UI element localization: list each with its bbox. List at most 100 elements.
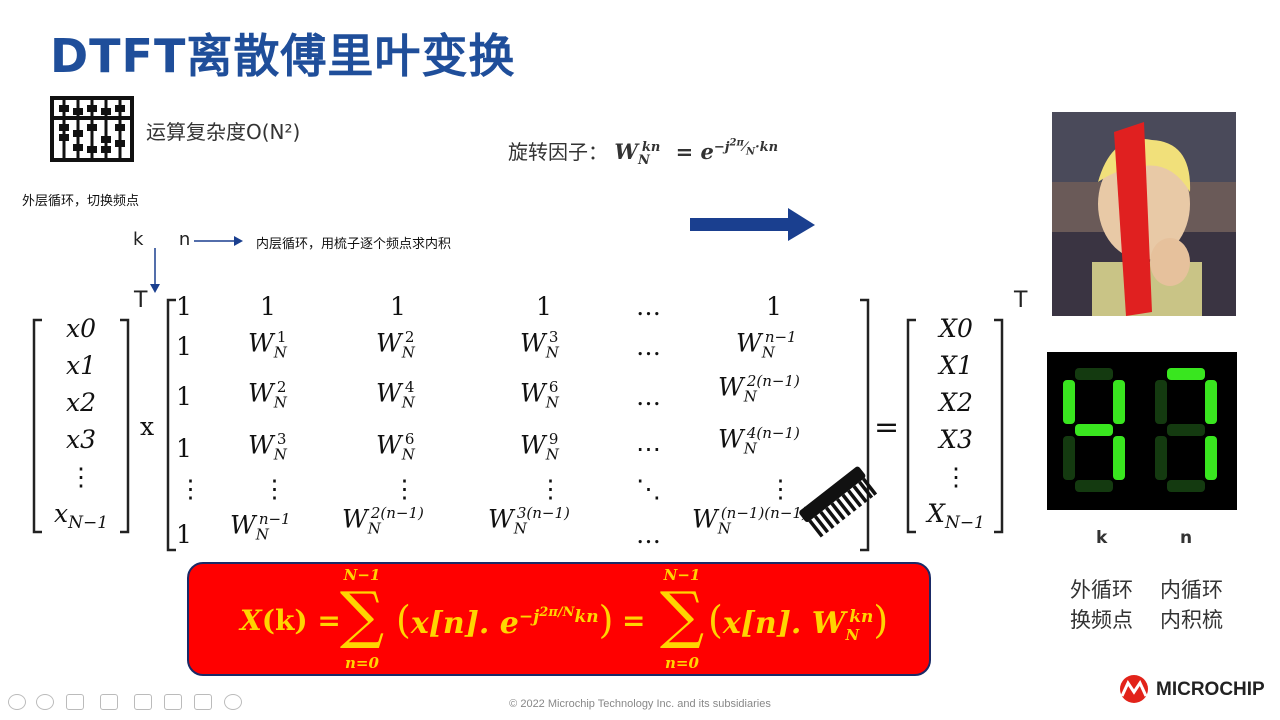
matrix-cell: ⋮ <box>768 474 793 503</box>
input-vdots: ⋮ <box>68 462 94 491</box>
formula-lhs: X(k) = <box>240 604 341 637</box>
page-title: DTFT离散傅里叶变换 <box>50 29 516 83</box>
input-x2: x2 <box>65 388 96 417</box>
formula-equals: = <box>622 604 646 637</box>
dft-formula-box <box>187 562 931 676</box>
display-k-label: k <box>1096 528 1108 548</box>
output-x1: X1 <box>939 351 973 380</box>
output-vector: X0 X1 X2 X3 ⋮ XN−1 <box>914 314 998 536</box>
matrix-cell: ⋯ <box>636 434 661 463</box>
matrix-cell: WN3 <box>520 328 559 362</box>
matrix-cell: WN2 <box>248 378 287 412</box>
matrix-cell: 1 <box>390 292 406 321</box>
output-x2: X2 <box>939 388 973 417</box>
segment-d <box>1167 480 1205 492</box>
matrix-cell: … <box>636 382 661 411</box>
matrix-cell: ⋮ <box>538 474 563 503</box>
matrix-cell: WNn−1 <box>736 328 797 362</box>
matrix-cell: 1 <box>176 292 192 321</box>
child-comb-photo <box>1052 112 1236 316</box>
input-xn1: xN−1 <box>53 499 109 533</box>
formula-sum1-lower: n=0 <box>345 654 379 672</box>
footer-copyright: © 2022 Microchip Technology Inc. and its… <box>509 698 771 710</box>
segment-e <box>1063 436 1075 480</box>
matrix-cell: WN1 <box>248 328 287 362</box>
abacus-icon <box>50 96 134 166</box>
caption-left-line1: 外循环 <box>1070 578 1133 602</box>
segment-c <box>1113 436 1125 480</box>
input-vector: x0 x1 x2 x3 ⋮ xN−1 <box>40 314 122 536</box>
matrix-cell: WN3(n−1) <box>488 504 570 538</box>
matrix: 1 1 1 1 … 1 1 WN1 WN2 WN3 … WNn−1 1 WN2 … <box>170 292 870 554</box>
output-vector-bracket <box>906 318 1004 534</box>
caption-right-line1: 内循环 <box>1160 578 1223 602</box>
transpose-mark-right: T <box>1014 288 1028 313</box>
formula-sum1-upper: N−1 <box>343 566 381 584</box>
matrix-cell: WN2(n−1) <box>342 504 424 538</box>
right-arrow-icon <box>690 208 815 241</box>
nav-camera-icon[interactable] <box>194 694 212 710</box>
segment-display <box>1047 352 1237 510</box>
nav-pen-icon[interactable] <box>66 694 84 710</box>
output-x0: X0 <box>939 314 973 343</box>
matrix-cell: WN3 <box>248 430 287 464</box>
matrix-cell: 1 <box>176 434 192 463</box>
matrix-cell: WN4 <box>376 378 415 412</box>
equals-sign: = <box>874 410 900 445</box>
kn-labels: k n <box>133 229 190 250</box>
matrix-cell: 1 <box>176 382 192 411</box>
inner-loop-label: 内层循环，用梳子逐个频点求内积 <box>256 237 452 252</box>
input-x1: x1 <box>65 351 96 380</box>
formula-term2: (x[n]. WNkn) <box>708 598 889 644</box>
segment-g <box>1167 424 1205 436</box>
microchip-logo-text: MICROCHIP <box>1156 679 1265 700</box>
matrix-cell: WN6 <box>376 430 415 464</box>
nav-more-icon[interactable] <box>224 694 242 710</box>
formula-sum2-lower: n=0 <box>665 654 699 672</box>
segment-f <box>1063 380 1075 424</box>
k-label: k <box>133 229 144 250</box>
microchip-logo-icon <box>1120 675 1148 703</box>
formula-sum2-symbol: ∑ <box>659 578 705 651</box>
matrix-cell: 1 <box>766 292 782 321</box>
output-xn1: XN−1 <box>927 499 985 533</box>
outer-loop-label: 外层循环，切换频点 <box>22 194 140 209</box>
segment-a <box>1075 368 1113 380</box>
matrix-bracket <box>166 298 870 552</box>
segment-f <box>1155 380 1167 424</box>
matrix-cell: ⋮ <box>178 474 203 503</box>
segment-a <box>1167 368 1205 380</box>
rotation-factor: 旋转因子： WNkn = e−j2π⁄N·kn <box>508 136 778 169</box>
segment-b <box>1205 380 1217 424</box>
multiply-sign: x <box>140 412 155 441</box>
segment-g <box>1075 424 1113 436</box>
formula-sum2-upper: N−1 <box>663 566 701 584</box>
caption-right-line2: 内积梳 <box>1160 608 1223 632</box>
nav-subtitle-icon[interactable] <box>164 694 182 710</box>
segment-c <box>1205 436 1217 480</box>
right-arrow-small-icon <box>194 236 243 246</box>
matrix-cell: 1 <box>176 520 192 549</box>
transpose-mark-left: T <box>134 288 148 313</box>
nav-next-icon[interactable] <box>36 694 54 710</box>
input-x3: x3 <box>65 425 96 454</box>
segment-e <box>1155 436 1167 480</box>
comb-icon <box>799 466 878 538</box>
input-x0: x0 <box>65 314 96 343</box>
matrix-cell: 1 <box>260 292 276 321</box>
n-label: n <box>178 229 191 250</box>
matrix-cell: … <box>636 292 661 321</box>
rotation-factor-label: 旋转因子： <box>508 140 608 164</box>
matrix-cell: WN2 <box>376 328 415 362</box>
nav-prev-icon[interactable] <box>8 694 26 710</box>
matrix-cell: 1 <box>176 332 192 361</box>
formula-term1: (x[n]. e−j2π/Nkn) <box>396 598 614 642</box>
matrix-cell: WN6 <box>520 378 559 412</box>
nav-zoom-icon[interactable] <box>134 694 152 710</box>
output-vdots: ⋮ <box>943 462 969 491</box>
matrix-cell: WNn−1 <box>230 510 291 544</box>
matrix-cell: … <box>636 332 661 361</box>
matrix-cell: ⋮ <box>392 474 417 503</box>
complexity-label: 运算复杂度O(N²) <box>146 120 301 144</box>
nav-slides-icon[interactable] <box>100 694 118 710</box>
